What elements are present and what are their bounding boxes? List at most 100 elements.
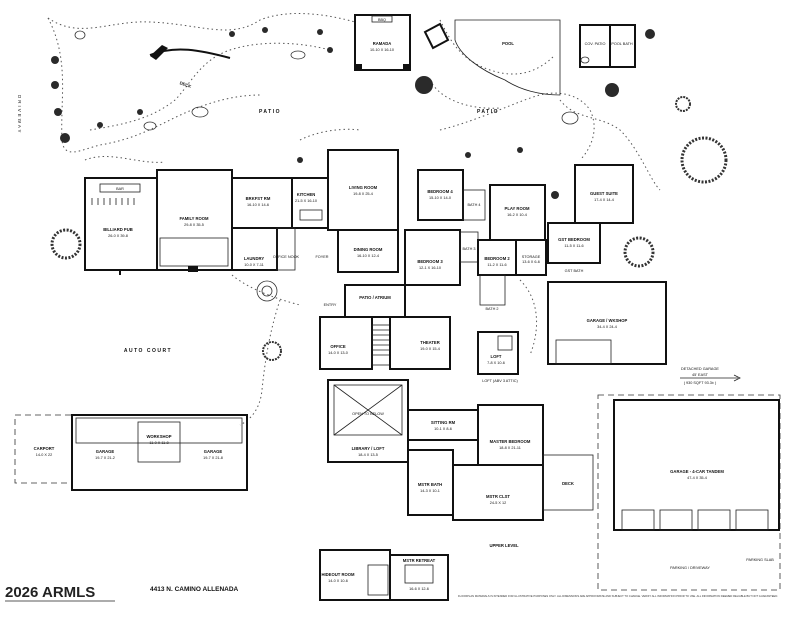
svg-text:19-7 X 21-8: 19-7 X 21-8 <box>203 456 223 460</box>
svg-text:BATH 4: BATH 4 <box>467 203 480 207</box>
loft <box>477 331 519 375</box>
svg-text:LIVING ROOM: LIVING ROOM <box>349 185 378 190</box>
ramada-label: RAMADA <box>373 41 392 46</box>
garage-block: CARPORT 14-0 X 22 GARAGE 19-7 X 21-2 WOR… <box>14 414 248 491</box>
svg-text:DECK: DECK <box>562 481 574 486</box>
svg-text:24-5 X 12: 24-5 X 12 <box>490 501 506 505</box>
dining-room <box>337 229 399 273</box>
svg-text:LOFT: LOFT <box>491 354 502 359</box>
svg-text:19-7 X 21-2: 19-7 X 21-2 <box>95 456 115 460</box>
ramada <box>354 14 411 71</box>
office <box>319 316 373 370</box>
upper-deck <box>542 454 594 511</box>
svg-text:COV. PATIO: COV. PATIO <box>585 42 606 46</box>
svg-text:14-0 X 10-6: 14-0 X 10-6 <box>328 579 348 583</box>
svg-text:OFFICE NOOK: OFFICE NOOK <box>273 255 300 259</box>
svg-text:BEDROOM 2: BEDROOM 2 <box>484 256 510 261</box>
storage <box>515 239 547 276</box>
patio-left-label: PATIO <box>259 109 281 115</box>
svg-text:19-8 X 25-4: 19-8 X 25-4 <box>353 192 373 196</box>
svg-text:19-0 X 15-4: 19-0 X 15-4 <box>420 347 440 351</box>
garage-a <box>71 414 248 491</box>
svg-text:OFFICE: OFFICE <box>330 344 346 349</box>
svg-text:14-3 X 10-1: 14-3 X 10-1 <box>420 489 440 493</box>
svg-text:7-8 X 10-6: 7-8 X 10-6 <box>487 361 505 365</box>
svg-text:POOL BATH: POOL BATH <box>611 42 633 46</box>
svg-text:11-5 X 11-6: 11-5 X 11-6 <box>564 244 583 248</box>
svg-text:18-8 X 21-11: 18-8 X 21-11 <box>499 446 521 450</box>
kitchen <box>291 177 329 229</box>
svg-text:LIBRARY / LOFT: LIBRARY / LOFT <box>352 446 385 451</box>
svg-text:16-2 X 10-4: 16-2 X 10-4 <box>507 213 527 217</box>
master-bedroom <box>477 404 544 466</box>
svg-text:11-2 X 11-6: 11-2 X 11-6 <box>487 263 506 267</box>
svg-text:BAR: BAR <box>116 187 124 191</box>
svg-text:10-10 X 16-10: 10-10 X 16-10 <box>370 48 394 52</box>
svg-text:SITTING RM: SITTING RM <box>431 420 456 425</box>
svg-text:STORAGE: STORAGE <box>522 255 541 259</box>
svg-text:BILLIARD PUB: BILLIARD PUB <box>103 227 133 232</box>
driveway-label: DRIVEWAY <box>17 95 22 135</box>
svg-text:MSTR RETREAT: MSTR RETREAT <box>403 558 436 563</box>
svg-text:THEATER: THEATER <box>420 340 439 345</box>
svg-text:26-0 X 39-8: 26-0 X 39-8 <box>108 234 128 238</box>
upper-level: OPEN TO BELOW LIBRARY / LOFT 18-4 X 13-5… <box>319 379 594 601</box>
svg-text:BATH 2: BATH 2 <box>485 307 498 311</box>
svg-text:ENTRY: ENTRY <box>324 303 337 307</box>
master-closet <box>452 464 544 521</box>
deck-label: DECK <box>179 80 192 89</box>
pool-label: POOL <box>502 41 514 46</box>
svg-text:CARPORT: CARPORT <box>34 446 55 451</box>
patio-right-label: PATIO <box>477 109 499 115</box>
address: 4413 N. CAMINO ALLENADA <box>150 586 239 593</box>
upper-level-label: UPPER LEVEL <box>489 543 519 548</box>
bedroom-3 <box>404 229 461 286</box>
svg-text:GARAGE: GARAGE <box>96 449 115 454</box>
svg-text:14-0 X 22: 14-0 X 22 <box>36 453 52 457</box>
svg-text:15-10 X 14-0: 15-10 X 14-0 <box>429 196 451 200</box>
svg-text:FAMILY ROOM: FAMILY ROOM <box>179 216 209 221</box>
svg-text:KITCHEN: KITCHEN <box>297 192 316 197</box>
svg-text:MSTR CLST: MSTR CLST <box>486 494 510 499</box>
garage-4car <box>613 399 780 531</box>
svg-text:BATH 3: BATH 3 <box>462 247 475 251</box>
svg-text:10-1 X 8-6: 10-1 X 8-6 <box>434 427 452 431</box>
sitting-room <box>407 409 479 441</box>
svg-text:OPEN TO BELOW: OPEN TO BELOW <box>352 412 384 416</box>
detached-garage-label: DETACHED GARAGE <box>681 367 719 371</box>
svg-text:PLAY ROOM: PLAY ROOM <box>505 206 530 211</box>
detached-garage: GARAGE - 4-CAR TANDEM 47-4 X 35-4 PARKIN… <box>597 394 781 591</box>
garage-workshop <box>547 281 667 365</box>
patio-atrium <box>344 284 406 318</box>
svg-text:BEDROOM 4: BEDROOM 4 <box>427 189 453 194</box>
workshop <box>137 421 181 463</box>
svg-text:DINING ROOM: DINING ROOM <box>354 247 383 252</box>
svg-text:GARAGE / WKSHOP: GARAGE / WKSHOP <box>587 318 628 323</box>
theater <box>389 316 451 370</box>
guest-suite <box>574 164 634 224</box>
svg-text:HIDEOUT ROOM: HIDEOUT ROOM <box>321 572 355 577</box>
master-retreat <box>389 554 449 601</box>
svg-text:13-6 X 6-6: 13-6 X 6-6 <box>522 260 540 264</box>
svg-text:17-4 X 14-4: 17-4 X 14-4 <box>594 198 614 202</box>
svg-text:GST BATH: GST BATH <box>565 269 584 273</box>
svg-text:10-0 X 7-11: 10-0 X 7-11 <box>244 263 264 267</box>
svg-text:LOFT (ABV 3 ATTIC): LOFT (ABV 3 ATTIC) <box>482 379 518 383</box>
svg-text:BEDROOM 3: BEDROOM 3 <box>417 259 443 264</box>
svg-text:18-4 X 13-5: 18-4 X 13-5 <box>358 453 378 457</box>
watermark: 2026 ARMLS <box>5 584 95 601</box>
site-landscape: DRIVEWAY DECK PATIO PATIO AUTO COURT POO… <box>17 13 728 426</box>
living-room <box>327 149 399 231</box>
svg-text:11-0 X 11-8: 11-0 X 11-8 <box>149 441 168 445</box>
bedroom-4 <box>417 169 464 221</box>
svg-text:BBQ: BBQ <box>378 18 386 22</box>
svg-text:GUEST SUITE: GUEST SUITE <box>590 191 618 196</box>
svg-text:PARKING / DRIVEWAY: PARKING / DRIVEWAY <box>670 566 710 570</box>
cov-patio <box>579 24 611 68</box>
svg-text:21-5 X 16-10: 21-5 X 16-10 <box>295 199 317 203</box>
svg-text:PARKING SLAB: PARKING SLAB <box>746 558 774 562</box>
svg-text:45' EAST: 45' EAST <box>692 373 709 377</box>
svg-text:LAUNDRY: LAUNDRY <box>244 256 265 261</box>
svg-text:( 930 SQFT 93.3± ): ( 930 SQFT 93.3± ) <box>684 381 717 385</box>
